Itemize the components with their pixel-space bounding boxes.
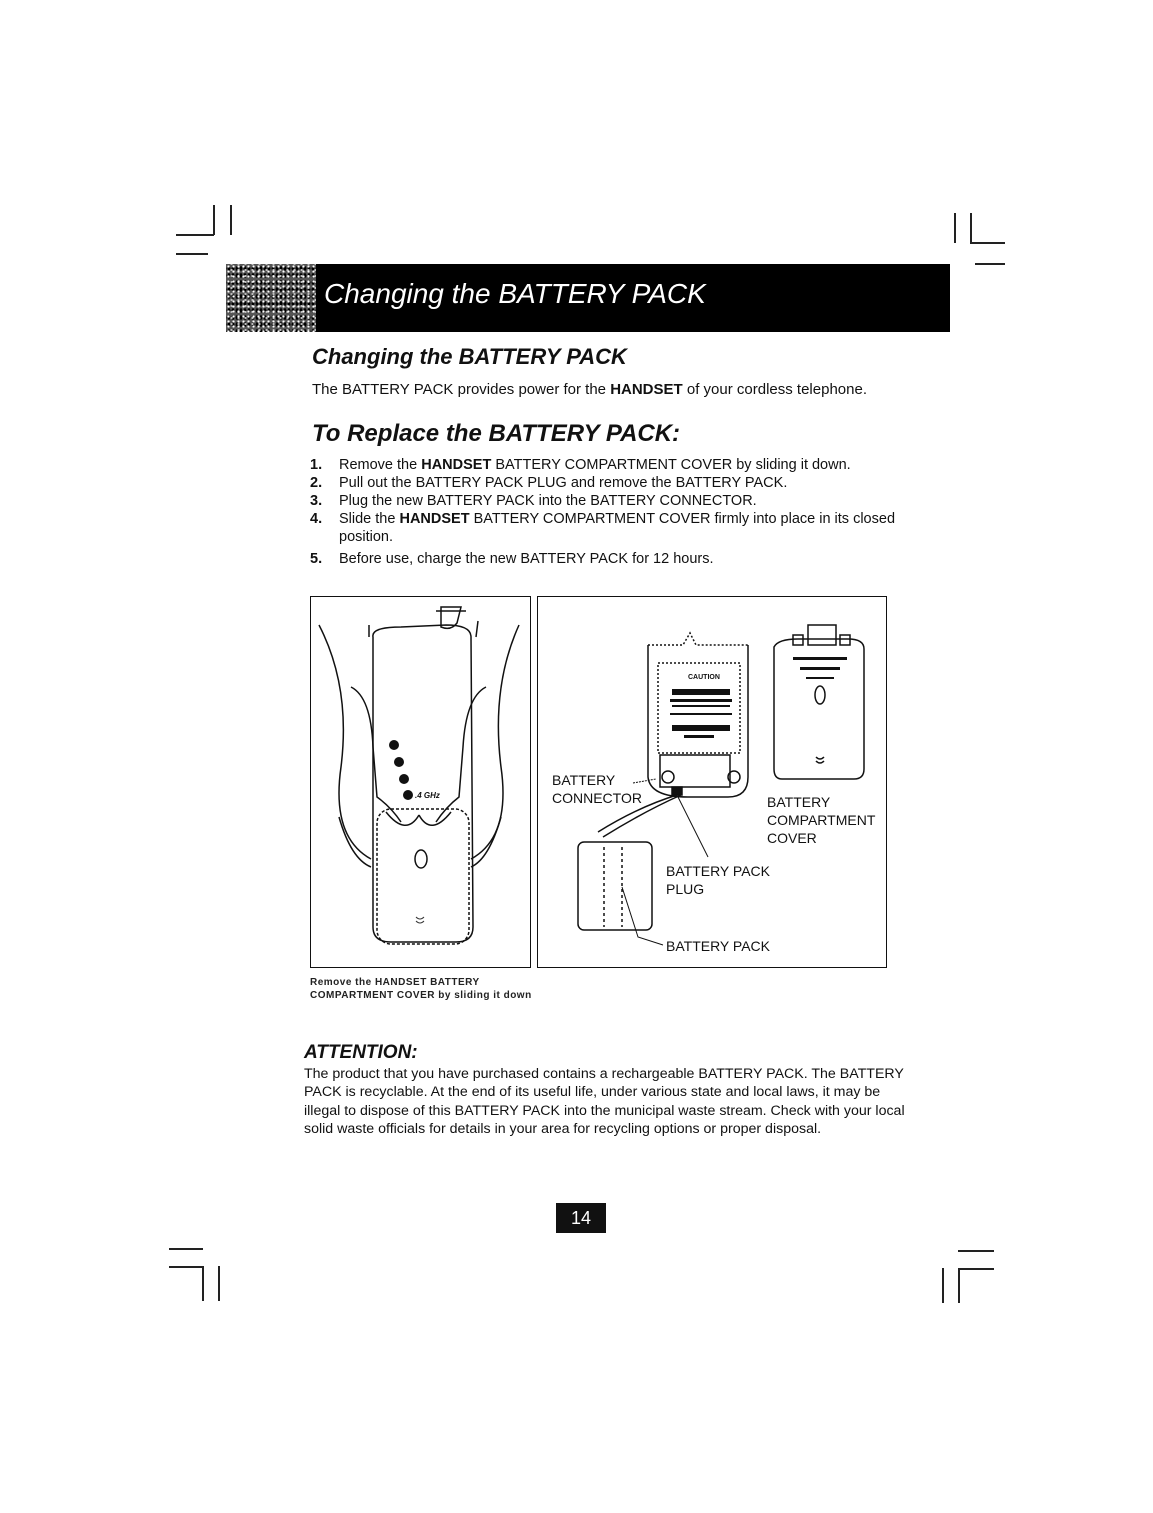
list-item: 2. Pull out the BATTERY PACK PLUG and rem… [310,474,910,492]
section-heading-changing: Changing the BATTERY PACK [312,344,627,369]
ghz-marking: .4 GHz [415,791,440,800]
list-item: 5. Before use, charge the new BATTERY PAC… [310,550,910,568]
battery-diagram: CAUTION [577,624,865,946]
cover-latch [414,849,428,869]
label-line: COVER [767,830,817,846]
right-arm-outline [470,624,520,860]
header-banner: Changing the BATTERY PACK [226,264,950,332]
step-number: 1. [310,457,323,473]
steps-list: 1. Remove the HANDSET BATTERY COMPARTMENT… [310,456,910,568]
handset-body [372,624,474,943]
antenna-tip [440,606,462,630]
label-line: COMPARTMENT [767,812,876,828]
caption-line: COMPARTMENT COVER by sliding it down [310,990,532,1001]
illustration-battery-panel: CAUTION BATTERY CONNECTOR BATTERY COMPAR… [537,596,887,968]
banner-title: Changing the BATTERY PACK [324,278,706,309]
label-battery-connector: BATTERY CONNECTOR [552,771,642,807]
step-text: Pull out the BATTERY PACK PLUG and remov… [339,475,788,491]
left-arm-outline [318,624,372,860]
step-text: Slide the [339,511,400,527]
banner-texture-icon [226,264,316,332]
step-bold: HANDSET [421,457,492,473]
step-number: 3. [310,493,323,509]
attention-body: The product that you have purchased cont… [304,1066,905,1137]
section-heading-replace: To Replace the BATTERY PACK: [312,420,681,447]
step-text-end: BATTERY COMPARTMENT COVER firmly into pl… [339,511,896,545]
step-text: Plug the new BATTERY PACK into the BATTE… [339,493,757,509]
step-text: Remove the [339,457,422,473]
wire-2 [602,794,682,838]
left-thumb [350,686,402,823]
label-line: CONNECTOR [552,790,642,806]
battery-connector-icon [671,786,683,796]
list-item: 1. Remove the HANDSET BATTERY COMPARTMENT… [310,456,910,474]
figure-caption: Remove the HANDSET BATTERY COMPARTMENT C… [310,976,540,1002]
intro-bold: HANDSET [610,381,683,398]
label-line: PLUG [666,881,705,897]
step-number: 4. [310,511,323,527]
battery-cover-outline [376,808,470,945]
wire-1 [597,794,678,833]
label-line: BATTERY PACK [666,863,770,879]
label-battery-pack-plug: BATTERY PACK PLUG [666,862,770,898]
right-thumb [435,686,487,823]
list-item: 3. Plug the new BATTERY PACK into the BAT… [310,492,910,510]
step-bold: HANDSET [399,511,470,527]
label-battery-pack: BATTERY PACK [666,938,770,954]
label-line: BATTERY [767,794,831,810]
intro-paragraph: The BATTERY PACK provides power for the … [312,381,867,398]
connector-housing [659,754,731,788]
label-battery-compartment-cover: BATTERY COMPARTMENT COVER [767,793,875,847]
step-text: Before use, charge the new BATTERY PACK … [339,551,714,567]
step-text-end: BATTERY COMPARTMENT COVER by sliding it … [491,457,851,473]
battery-cover-icon [773,638,865,780]
attention-heading: ATTENTION: [304,1042,418,1063]
step-number: 5. [310,551,323,567]
battery-pack-icon [577,841,653,931]
illustration-handset-panel: .4 GHz [310,596,531,968]
handset-illustration: .4 GHz [318,606,520,945]
step-number: 2. [310,475,323,491]
screw-left [661,770,675,784]
intro-prefix: The BATTERY PACK provides power for the [312,381,611,398]
screw-right [727,770,741,784]
handset-back-outline [647,645,749,798]
caution-label [657,662,741,754]
recycle-icon [815,756,825,764]
caption-line: Remove the HANDSET BATTERY [310,977,480,988]
list-item: 4. Slide the HANDSET BATTERY COMPARTMENT … [310,510,910,546]
label-line: BATTERY [552,772,616,788]
recycle-icon [415,916,425,924]
intro-suffix: of your cordless telephone. [682,381,867,398]
page-number: 14 [556,1203,606,1233]
caution-text: CAUTION [688,674,720,681]
